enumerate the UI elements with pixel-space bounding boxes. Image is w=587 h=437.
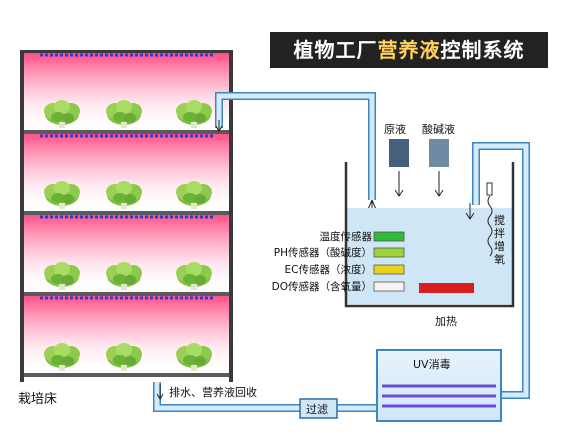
nutrient-tank — [344, 162, 515, 308]
filter-unit — [299, 398, 338, 419]
dosing-tanks — [389, 139, 449, 197]
cultivation-rack — [20, 50, 233, 382]
heater-label: 加热 — [435, 315, 457, 328]
diagram-title: 植物工厂营养液控制系统 — [270, 32, 548, 68]
title-part-1: 植物工厂 — [293, 38, 378, 62]
title-part-3: 控制系统 — [440, 38, 525, 62]
title-part-2: 营养液 — [377, 38, 441, 62]
filter-label: 过滤 — [306, 403, 328, 416]
acid-tank-label: 酸碱液 — [422, 123, 455, 136]
bed-label: 栽培床 — [18, 392, 58, 407]
uv-label: UV消毒 — [413, 358, 451, 371]
sensor-ec-label: EC传感器（浓度） — [284, 264, 372, 276]
supply-pipe — [215, 92, 379, 215]
drain-label: 排水、营养液回收 — [169, 386, 257, 399]
stir-label: 搅拌增氧 — [494, 214, 505, 266]
stock-tank-label: 原液 — [384, 123, 406, 136]
sensor-ph-label: PH传感器（酸碱度） — [273, 247, 372, 259]
uv-unit — [376, 349, 502, 422]
return-pipe — [153, 142, 530, 412]
sensor-do-label: DO传感器（含氧量） — [271, 281, 372, 293]
sensor-temp-label: 温度传感器 — [319, 231, 373, 243]
